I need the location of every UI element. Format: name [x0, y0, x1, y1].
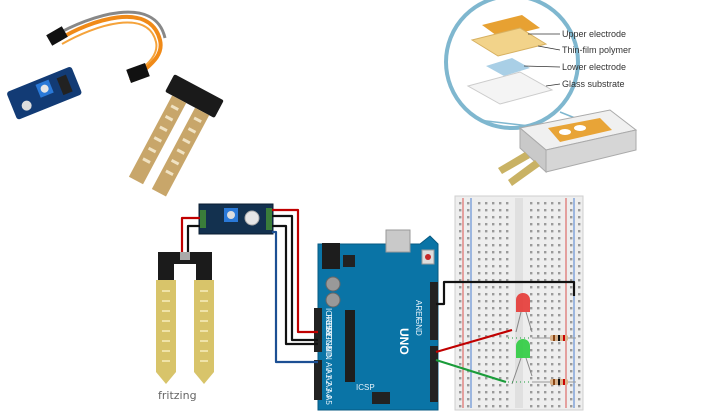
- upper-electrode-layer: [482, 15, 540, 38]
- fritzing-watermark: fritzing: [158, 389, 197, 402]
- pin-label: A4: [324, 388, 333, 398]
- pin-label: RESET: [324, 314, 333, 341]
- pin-label: A5: [324, 395, 333, 405]
- capacitive-sensor-illustration: Upper electrode Thin-film polymer Lower …: [444, 0, 638, 186]
- pin-label: VIN: [324, 346, 333, 360]
- circuit-wires: [180, 208, 576, 384]
- pin-label: IOREF: [324, 308, 333, 333]
- arduino-uno-board: ICSP UNO AREF GND IOREFRESET3V35VGNDGNDV…: [314, 229, 439, 411]
- label-lower-electrode: Lower electrode: [562, 62, 626, 72]
- resistor-1: [532, 335, 576, 341]
- pin-label: 5V: [324, 327, 333, 337]
- power-jack: [322, 243, 340, 269]
- pin-label: A3: [324, 382, 333, 392]
- glass-substrate-layer: [466, 71, 554, 105]
- digital-header-lower: [430, 346, 438, 402]
- pin-label: A2: [324, 375, 333, 385]
- pin-label: 3V3: [324, 321, 333, 336]
- pin-label: A1: [324, 369, 333, 379]
- label-thin-film-polymer: Thin-film polymer: [562, 45, 631, 55]
- voltage-regulator: [343, 255, 355, 267]
- label-upper-electrode: Upper electrode: [562, 29, 626, 39]
- resistor-2: [532, 379, 576, 385]
- usb-port: [385, 229, 411, 253]
- pin-label: GND: [324, 340, 333, 358]
- uno-logo: UNO: [397, 328, 411, 355]
- atmega-chip: [345, 310, 355, 382]
- fritzing-soil-probe: [156, 252, 214, 384]
- sensor-body: [498, 109, 638, 186]
- pin-label: GND: [324, 334, 333, 352]
- led-red: [515, 293, 533, 333]
- power-header: [314, 308, 322, 352]
- analog-header: [314, 360, 322, 400]
- pin-label: A0: [324, 362, 333, 372]
- icsp-label: ICSP: [356, 383, 375, 392]
- gnd-label: GND: [414, 318, 423, 336]
- lower-electrode-layer: [486, 58, 530, 76]
- icsp-header: [372, 392, 390, 404]
- digital-header-upper: [430, 282, 438, 340]
- breadboard-holes: [459, 202, 581, 408]
- led-green: [511, 339, 533, 385]
- sensor-module-pcb: [198, 203, 274, 235]
- green-jumper-dots: [508, 337, 532, 383]
- soil-sensor-photo: [7, 10, 224, 197]
- capacitor-1: [325, 276, 341, 292]
- polymer-layer: [470, 27, 548, 57]
- capacitor-2: [325, 292, 341, 308]
- label-glass-substrate: Glass substrate: [562, 79, 625, 89]
- aref-label: AREF: [414, 300, 423, 321]
